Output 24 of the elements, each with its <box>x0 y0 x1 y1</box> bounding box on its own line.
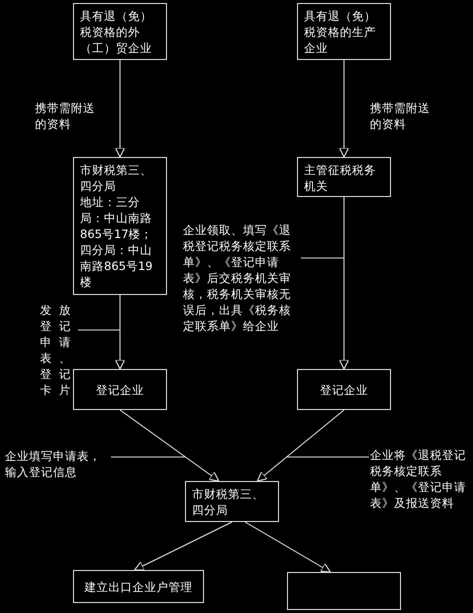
empty-box <box>287 572 401 610</box>
arrow <box>338 196 350 370</box>
edge-label: 发放登记申请表、登记卡片 <box>40 302 78 398</box>
arrow <box>120 410 220 482</box>
address-text: 地址：三分局：中山南路865号17楼；四分局：中山南路865号19楼 <box>80 194 154 290</box>
arrow <box>244 522 331 573</box>
process-box: 具有退（免）税资格的外（工）贸企业 <box>73 3 167 60</box>
box-heading: 市财税第三、四分局 <box>80 162 153 194</box>
edge-label: 携带需附送的资料 <box>370 100 432 132</box>
arrow <box>114 294 126 370</box>
process-box <box>73 157 167 295</box>
process-box: 具有退（免）税资格的生产企业 <box>297 3 391 60</box>
arrow <box>338 60 350 158</box>
process-box: 主管征税税务机关 <box>297 157 391 197</box>
edge-label: 携带需附送的资料 <box>35 100 97 132</box>
process-box: 建立出口企业户管理 <box>73 570 204 603</box>
arrow <box>256 410 344 482</box>
arrow <box>114 60 126 158</box>
edge-label: 企业填写申请表，输入登记信息 <box>5 448 111 480</box>
edge-label: 企业领取、填写《退税登记税务核定联系单》、《登记申请表》后交税务机关审核，税务机关审核无误后，出具《税务核定联系单》给企业 <box>183 222 301 334</box>
process-box: 登记企业 <box>73 369 167 410</box>
process-box: 市财税第三、四分局 <box>185 481 279 522</box>
arrow <box>134 522 232 571</box>
process-box: 登记企业 <box>297 369 391 410</box>
